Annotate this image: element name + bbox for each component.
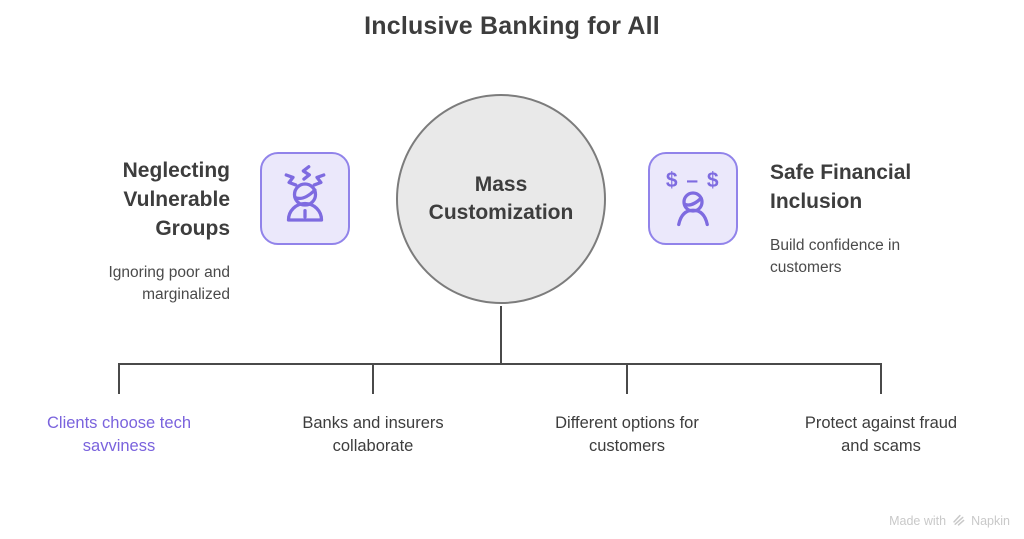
dollar-transfer-person-icon: $ – $ [657,158,729,239]
branch-label-protect-fraud[interactable]: Protect against fraud and scams [804,414,958,455]
neglecting-groups-description: Ignoring poor and marginalized [108,264,230,303]
stressed-person-icon [269,158,341,239]
branch-label-clients-tech[interactable]: Clients choose tech savviness [47,414,191,455]
branch-tick-4 [880,363,882,394]
safe-inclusion-card[interactable]: $ – $ [648,152,738,245]
branch-label-different-options[interactable]: Different options for customers [555,414,699,455]
center-stem-line [500,306,502,364]
svg-text:$ – $: $ – $ [666,169,720,192]
napkin-watermark: Made with Napkin [889,512,1010,530]
neglecting-groups-heading: Neglecting Vulnerable Groups [122,159,230,240]
neglecting-groups-card[interactable] [260,152,350,245]
branch-tick-3 [626,363,628,394]
watermark-brand: Napkin [971,514,1010,528]
center-node-label: Mass Customization [428,173,574,224]
safe-inclusion-heading: Safe Financial Inclusion [770,161,912,213]
center-node[interactable]: Mass Customization [396,94,606,304]
branch-tick-2 [372,363,374,394]
safe-inclusion-text: Safe Financial Inclusion Build confidenc… [770,158,952,279]
branch-horizontal-line [118,363,882,365]
diagram-title: Inclusive Banking for All [364,12,660,40]
branch-label-banks-insurers[interactable]: Banks and insurers collaborate [302,414,444,455]
neglecting-groups-text: Neglecting Vulnerable Groups Ignoring po… [58,156,230,306]
napkin-logo-icon [951,512,966,530]
safe-inclusion-description: Build confidence in customers [770,237,901,276]
watermark-prefix: Made with [889,514,947,528]
branch-tick-1 [118,363,120,394]
